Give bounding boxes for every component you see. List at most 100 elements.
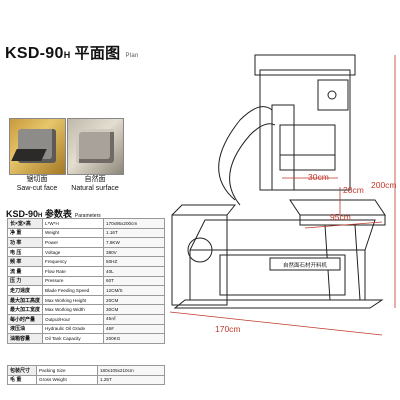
param-value: 170x95x200cm [103, 218, 165, 229]
param-en: Frequency [42, 256, 105, 267]
param-value: 60T [103, 275, 165, 287]
cut-slab-icon [11, 149, 47, 161]
param-value: 30CM [103, 304, 165, 315]
caption-cn: 自然面 [84, 176, 106, 183]
param-en: Gross Weight [36, 374, 98, 386]
param-cn: 每小时产量 [6, 313, 44, 325]
params-model-suffix: H [38, 213, 43, 219]
params-model: KSD-90 [6, 209, 39, 219]
left-upright [271, 104, 295, 191]
top-cylinder [254, 54, 356, 76]
control-knob-icon [327, 90, 337, 100]
param-value: 46# [103, 323, 165, 335]
machine-outline [171, 54, 386, 309]
param-value: 380V [103, 246, 165, 258]
dim-95-label: 95cm [330, 212, 351, 222]
param-en: Weight [42, 227, 105, 239]
saw-cut-caption: 锯切面 Saw-cut face [2, 175, 72, 193]
oil-tank [171, 214, 228, 306]
tank-lid [171, 204, 237, 216]
hydraulic-hose [218, 106, 273, 201]
param-value: 200KG [103, 333, 165, 344]
caption-cn: 锯切面 [26, 176, 48, 183]
param-value: 180x105x210cm [97, 365, 165, 376]
param-en: Pressure [42, 275, 105, 287]
param-en: Blade Feeding Speed [42, 285, 105, 296]
dim-95-line [304, 221, 383, 229]
column [259, 69, 351, 191]
dimension-lines [169, 55, 396, 336]
dim-170-line [169, 311, 383, 336]
nameplate [269, 257, 341, 271]
param-en: Hydraulic Oil Grade [42, 323, 105, 335]
stone-block-icon [76, 129, 114, 163]
caption-en: Saw-cut face [16, 185, 58, 192]
param-value: 45㎡ [103, 313, 165, 325]
model-name: KSD-90 [5, 45, 64, 62]
saw-cut-sample-photo [9, 118, 66, 175]
params-title-cn: 参数表 [44, 209, 72, 219]
dim-30-label: 30cm [308, 172, 329, 182]
param-cn: 净 重 [6, 227, 44, 239]
param-cn: 最大加工高度 [6, 294, 44, 306]
param-cn: 压 力 [6, 275, 44, 287]
cabinet-panel [219, 254, 346, 296]
param-value: 7.9KW [103, 237, 165, 248]
params-title-en: Parameters [74, 213, 101, 219]
param-value: 12CM/S [103, 285, 165, 296]
param-en: Packing Size [36, 365, 98, 376]
blade-housing [279, 124, 336, 171]
param-en: Power [42, 237, 105, 248]
param-cn: 长×宽×高 [6, 218, 44, 229]
param-en: Output/Hour [42, 313, 105, 325]
dim-20-label: 20cm [343, 185, 364, 195]
param-cn: 频 率 [6, 256, 44, 267]
title-en: Plan [125, 53, 139, 59]
param-en: Voltage [42, 246, 105, 258]
param-cn: 流 量 [6, 265, 44, 277]
dim-170-label: 170cm [215, 324, 241, 334]
natural-surface-caption: 自然面 Natural surface [60, 175, 130, 193]
param-value: 50HZ [103, 256, 165, 267]
param-cn: 最大加工宽度 [6, 304, 44, 315]
tank-gauge [187, 237, 213, 263]
param-value: 40L [103, 265, 165, 277]
dim-200-label: 200cm [371, 180, 397, 190]
param-en: Oil Tank Capacity [42, 333, 105, 344]
machine-drawing: 自然面石材开料机 30cm 20cm 95cm 200cm 170cm [169, 54, 397, 336]
caption-en: Natural surface [71, 185, 119, 192]
param-cn: 毛 重 [7, 374, 37, 386]
title-cn: 平面图 [74, 45, 121, 62]
param-en: Max Working Width [42, 304, 105, 315]
param-cn: 油箱容量 [6, 333, 44, 344]
model-suffix: H [63, 50, 71, 60]
param-en: Max Working Height [42, 294, 105, 306]
param-cn: 电 压 [6, 246, 44, 258]
base-cabinet [189, 249, 366, 300]
table-top [189, 219, 376, 251]
param-cn: 走刀速度 [6, 285, 44, 296]
hydraulic-hose [229, 123, 276, 206]
param-value: 1.16T [103, 227, 165, 239]
param-value: 1.25T [97, 374, 165, 386]
base-frame [173, 299, 384, 309]
control-box [317, 79, 349, 111]
param-cn: 液压油 [6, 323, 44, 335]
nameplate-text: 自然面石材开料机 [283, 261, 328, 269]
